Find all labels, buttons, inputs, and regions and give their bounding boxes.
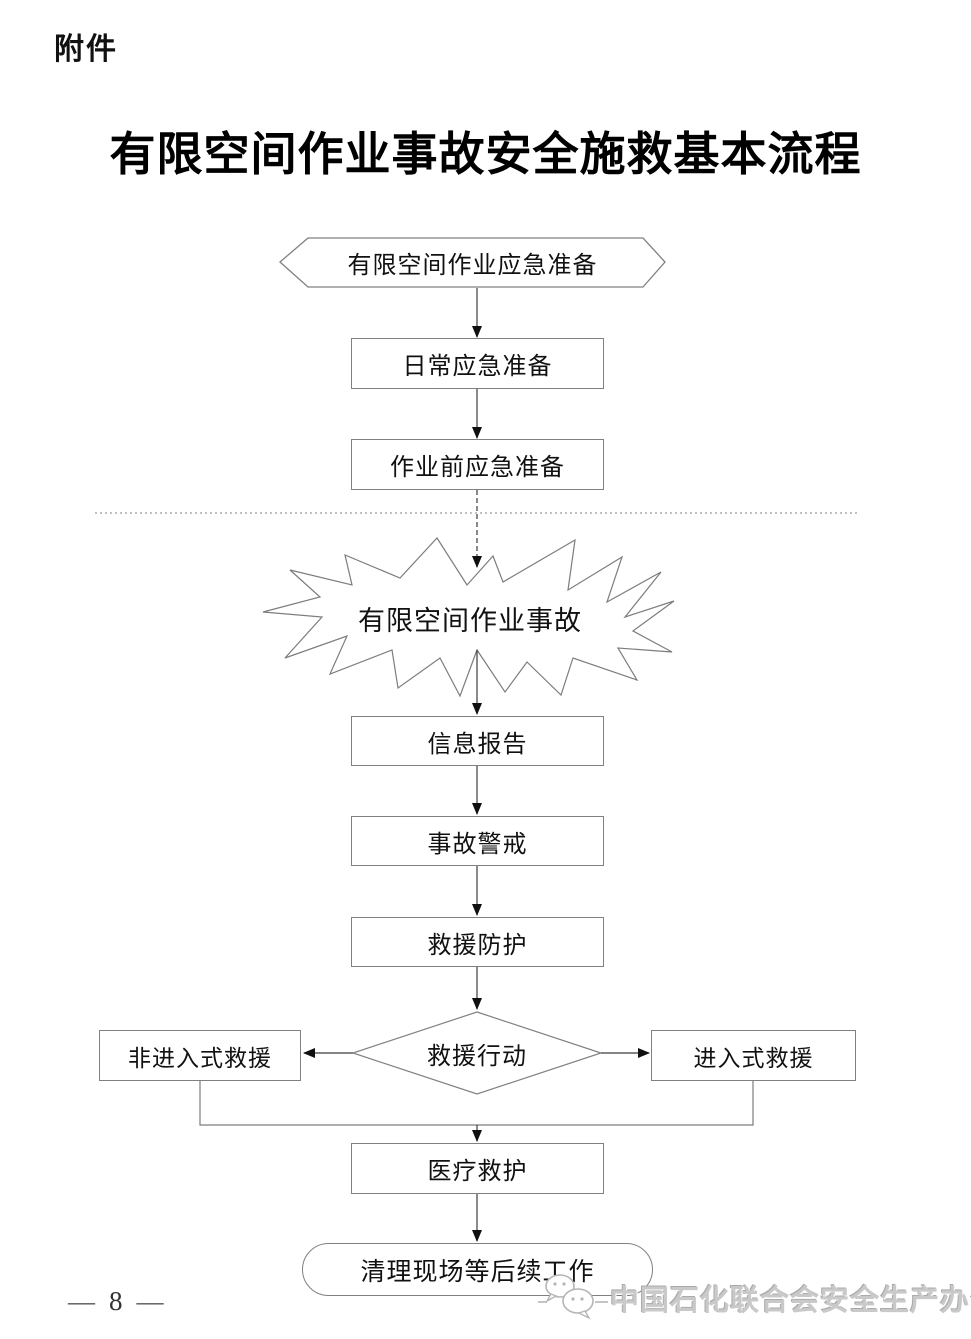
watermark: 中国石化联合会安全生产办公室 bbox=[538, 1272, 971, 1324]
node-emergency-prep: 有限空间作业应急准备 bbox=[347, 252, 598, 279]
page-number-footer: — 8 — bbox=[68, 1286, 164, 1317]
page-number: 8 bbox=[109, 1286, 123, 1316]
node-daily-prep: 日常应急准备 bbox=[351, 338, 604, 389]
starburst-accident-shape bbox=[262, 537, 675, 698]
node-medical-aid: 医疗救护 bbox=[351, 1143, 604, 1194]
node-rescue-protection: 救援防护 bbox=[351, 917, 604, 967]
footer-left-dash: — bbox=[68, 1286, 95, 1316]
wechat-icon bbox=[538, 1274, 608, 1320]
node-accident-alert: 事故警戒 bbox=[351, 816, 604, 866]
page-title: 有限空间作业事故安全施救基本流程 bbox=[109, 129, 862, 180]
node-accident: 有限空间作业事故 bbox=[358, 605, 582, 636]
node-non-entry-rescue: 非进入式救援 bbox=[99, 1030, 301, 1081]
node-entry-rescue: 进入式救援 bbox=[651, 1030, 856, 1081]
attachment-label: 附件 bbox=[54, 33, 118, 66]
node-prework-prep: 作业前应急准备 bbox=[351, 439, 604, 490]
node-rescue-action: 救援行动 bbox=[427, 1042, 527, 1070]
footer-right-dash: — bbox=[136, 1286, 164, 1316]
diamond-rescue-action-shape bbox=[351, 1011, 603, 1095]
watermark-text: 中国石化联合会安全生产办公室 bbox=[610, 1285, 971, 1317]
node-info-report: 信息报告 bbox=[351, 716, 604, 766]
hexagon-emergency-prep-shape bbox=[279, 237, 666, 288]
node-cleanup: 清理现场等后续工作 bbox=[302, 1243, 653, 1296]
